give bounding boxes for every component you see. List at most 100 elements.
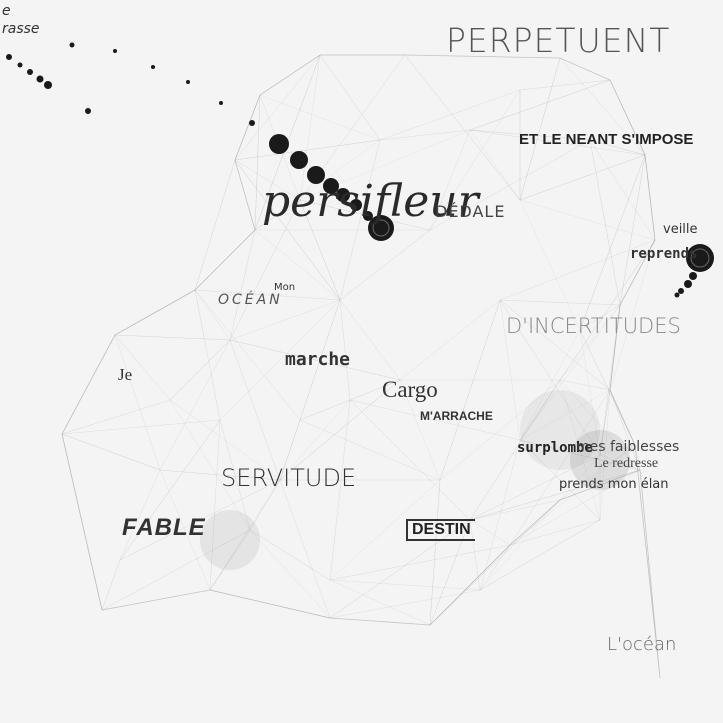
mesh-edge	[329, 519, 471, 619]
mesh-edge	[519, 304, 621, 441]
word-marche[interactable]: marche	[285, 349, 351, 370]
trail-dot	[686, 244, 714, 272]
trail-dot	[678, 288, 684, 294]
word-servitude[interactable]: SERVITUDE	[221, 464, 357, 492]
trail-dot	[151, 65, 155, 69]
mesh-edge	[249, 529, 331, 619]
mesh-edge	[119, 469, 161, 561]
mesh-hull	[61, 54, 661, 679]
word-mon[interactable]: Mon	[274, 282, 296, 293]
word-veille[interactable]: veille	[663, 222, 698, 237]
mesh-edge	[469, 129, 591, 141]
word-dedale[interactable]: DÉDALE	[435, 202, 506, 221]
word-embrasse[interactable]: rasse	[2, 21, 40, 37]
word-m-arrache[interactable]: M'ARRACHE	[420, 409, 493, 423]
mesh-edge	[169, 399, 251, 531]
mesh-edge	[479, 519, 601, 591]
mesh-edge	[234, 139, 381, 161]
mesh-edge	[254, 94, 261, 231]
word-surplombe[interactable]: surplombe	[517, 440, 593, 456]
mesh-edge	[61, 399, 171, 435]
mesh-edge	[299, 54, 321, 201]
mesh-edge	[429, 89, 521, 231]
mesh-edge	[469, 129, 521, 201]
trail-dot	[69, 42, 75, 48]
mesh-edge	[209, 529, 251, 591]
mesh-edge	[469, 129, 646, 156]
mesh-edge	[339, 139, 381, 301]
mesh-edge	[329, 589, 481, 619]
mesh-edge	[254, 139, 381, 231]
word-persifleur[interactable]: persifleur	[262, 176, 479, 227]
word-perpetuent[interactable]: PERPETUENT	[446, 21, 671, 60]
word-destin[interactable]: DESTIN	[406, 519, 475, 541]
density-blob	[200, 510, 260, 570]
mesh-edge	[114, 334, 231, 341]
mesh-edge	[559, 239, 656, 381]
mesh-edge	[194, 289, 221, 421]
mesh-edge	[559, 57, 646, 156]
density-blob	[570, 430, 630, 490]
mesh-edge	[194, 159, 236, 291]
word-cargo[interactable]: Cargo	[382, 377, 438, 402]
mesh-edge	[329, 579, 481, 591]
mesh-edge	[429, 499, 561, 626]
mesh-edge	[194, 289, 231, 341]
mesh-edge	[101, 559, 121, 611]
trail-dot	[27, 69, 33, 75]
word-mes-faiblesses[interactable]: mes faiblesses	[576, 439, 680, 455]
mesh-edge	[589, 139, 621, 306]
word-l-ocean[interactable]: L'océan	[607, 634, 677, 655]
mesh-edge	[499, 299, 521, 441]
word-reprends[interactable]: reprends	[630, 246, 698, 262]
mesh-edge	[279, 479, 331, 619]
mesh-edge	[619, 154, 646, 306]
mesh-edge	[234, 159, 301, 201]
mesh-edge	[519, 199, 581, 331]
word-je[interactable]: Je	[118, 365, 133, 384]
mesh-edge	[249, 479, 281, 531]
mesh-edge	[234, 54, 321, 161]
density-blob	[520, 390, 600, 470]
mesh-edge	[329, 479, 441, 581]
mesh-edge	[559, 304, 621, 381]
mesh-edge	[209, 479, 281, 591]
trail-dot	[36, 75, 44, 83]
mesh-edge	[469, 79, 611, 131]
word-d-incertitudes[interactable]: D'INCERTITUDES	[506, 314, 681, 338]
word-le-redresse[interactable]: Le redresse	[594, 456, 659, 471]
trail-dot	[186, 80, 190, 84]
mesh-edge	[229, 299, 341, 341]
mesh-edge	[319, 54, 381, 141]
mesh-edge	[101, 529, 251, 611]
mesh-edge	[229, 339, 281, 481]
mesh-edge	[339, 229, 431, 301]
mesh-edge	[399, 299, 501, 381]
word-fable[interactable]: FABLE	[122, 514, 206, 541]
word-prends-mon-elan[interactable]: prends mon élan	[559, 477, 669, 492]
word-et-le-neant-s-impose[interactable]: ET LE NEANT S'IMPOSE	[519, 131, 694, 148]
mesh-edge	[579, 329, 636, 446]
word-ocean-small[interactable]: OCÉAN	[218, 292, 283, 308]
trail-dot-ring	[372, 219, 390, 237]
mesh-edge	[519, 389, 611, 441]
word-embrasse-top[interactable]: e	[2, 3, 11, 19]
mesh-edge	[169, 399, 281, 481]
mesh-edge	[159, 469, 281, 481]
mesh-edge	[509, 469, 641, 546]
mesh-edge	[114, 334, 161, 471]
mesh-edge	[509, 519, 601, 546]
mesh-edge	[479, 544, 511, 591]
mesh-edge	[429, 479, 441, 626]
mesh-edge	[439, 299, 501, 481]
trail-dot	[85, 108, 91, 114]
mesh-edge	[219, 419, 251, 531]
mesh-edge	[349, 399, 521, 441]
mesh-edge	[429, 129, 471, 231]
mesh-edge	[209, 419, 221, 591]
mesh-edge	[279, 379, 401, 481]
mesh-edge	[329, 579, 431, 626]
mesh-edge	[579, 329, 601, 456]
mesh-edge	[519, 199, 656, 241]
